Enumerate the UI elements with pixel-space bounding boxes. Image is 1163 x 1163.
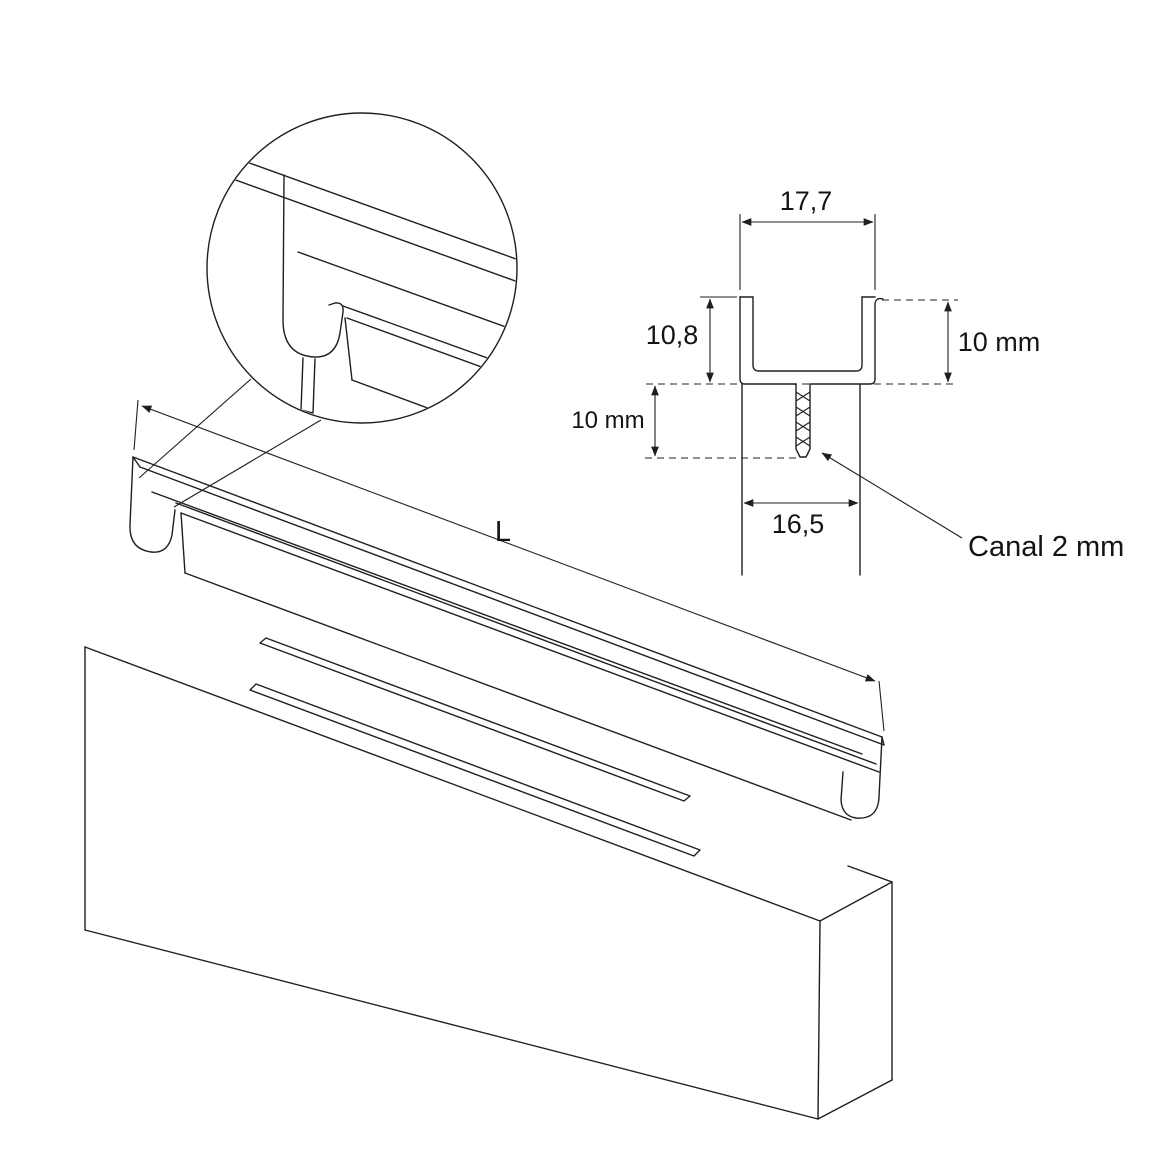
panel-outline [84, 646, 893, 1120]
dim-panel-width-label: 16,5 [772, 509, 825, 539]
dimension-panel-width: 16,5 [743, 499, 859, 539]
tongue-serration-hatch [795, 391, 811, 447]
dim-channel-depth-label: 10,8 [646, 320, 699, 350]
dimension-tongue-depth: 10 mm [571, 385, 798, 459]
detail-leader-line-upper [138, 378, 252, 479]
channel-note-leader [821, 452, 963, 539]
section-profile-outer [739, 296, 884, 458]
length-dimension: L [133, 399, 885, 732]
dimension-top-width: 17,7 [739, 186, 876, 290]
profile-tongue-strip [259, 637, 691, 802]
detail-leader-line-lower [173, 419, 322, 508]
section-profile-inner [752, 296, 863, 372]
channel-note: Canal 2 mm [821, 452, 1124, 563]
dim-top-width-label: 17,7 [780, 186, 833, 216]
length-label: L [495, 516, 511, 548]
dim-tongue-depth-label: 10 mm [571, 407, 644, 434]
panel-groove-slot [249, 683, 701, 857]
isometric-view: L [84, 399, 893, 1120]
detail-circle-content [208, 146, 516, 422]
dim-profile-height-label: 10 mm [958, 327, 1041, 357]
dimension-profile-height: 10 mm [882, 299, 1041, 383]
dimension-channel-depth: 10,8 [646, 296, 737, 383]
profile-right-end-cap [840, 736, 883, 819]
detail-circle-outline [206, 112, 518, 424]
section-view: 17,7 10,8 10 mm 10 mm 16,5 Canal 2 [571, 186, 1124, 576]
channel-note-label: Canal 2 mm [968, 531, 1124, 563]
detail-circle-view [138, 112, 518, 508]
